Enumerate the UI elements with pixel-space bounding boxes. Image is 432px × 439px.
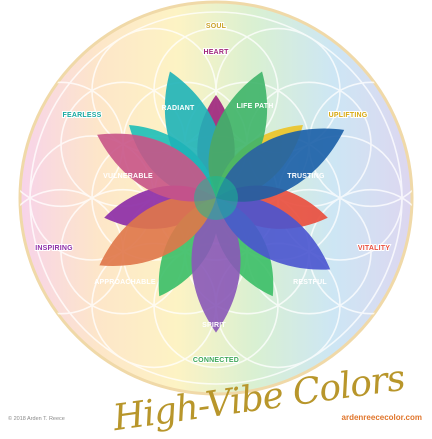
center-glow — [194, 176, 238, 220]
label-restful: RESTFUL — [293, 279, 327, 286]
disc-rim — [18, 0, 414, 396]
label-uplifting: UPLIFTING — [329, 112, 368, 119]
label-vitality: VITALITY — [358, 245, 390, 252]
label-inspiring: INSPIRING — [35, 245, 73, 252]
label-radiant: RADIANT — [162, 105, 195, 112]
label-heart: HEART — [203, 49, 229, 56]
label-vulnerable: VULNERABLE — [103, 173, 153, 180]
label-fearless: FEARLESS — [63, 112, 102, 119]
label-connected: CONNECTED — [193, 357, 239, 364]
label-life-path: LIFE PATH — [237, 103, 274, 110]
label-approachable: APPROACHABLE — [94, 279, 156, 286]
label-soul: SOUL — [206, 23, 227, 30]
website-link[interactable]: ardenreececolor.com — [341, 413, 422, 422]
copyright-notice: © 2018 Arden T. Reece — [8, 416, 65, 422]
label-trusting: TRUSTING — [287, 173, 325, 180]
label-spirit: SPIRIT — [202, 322, 226, 329]
